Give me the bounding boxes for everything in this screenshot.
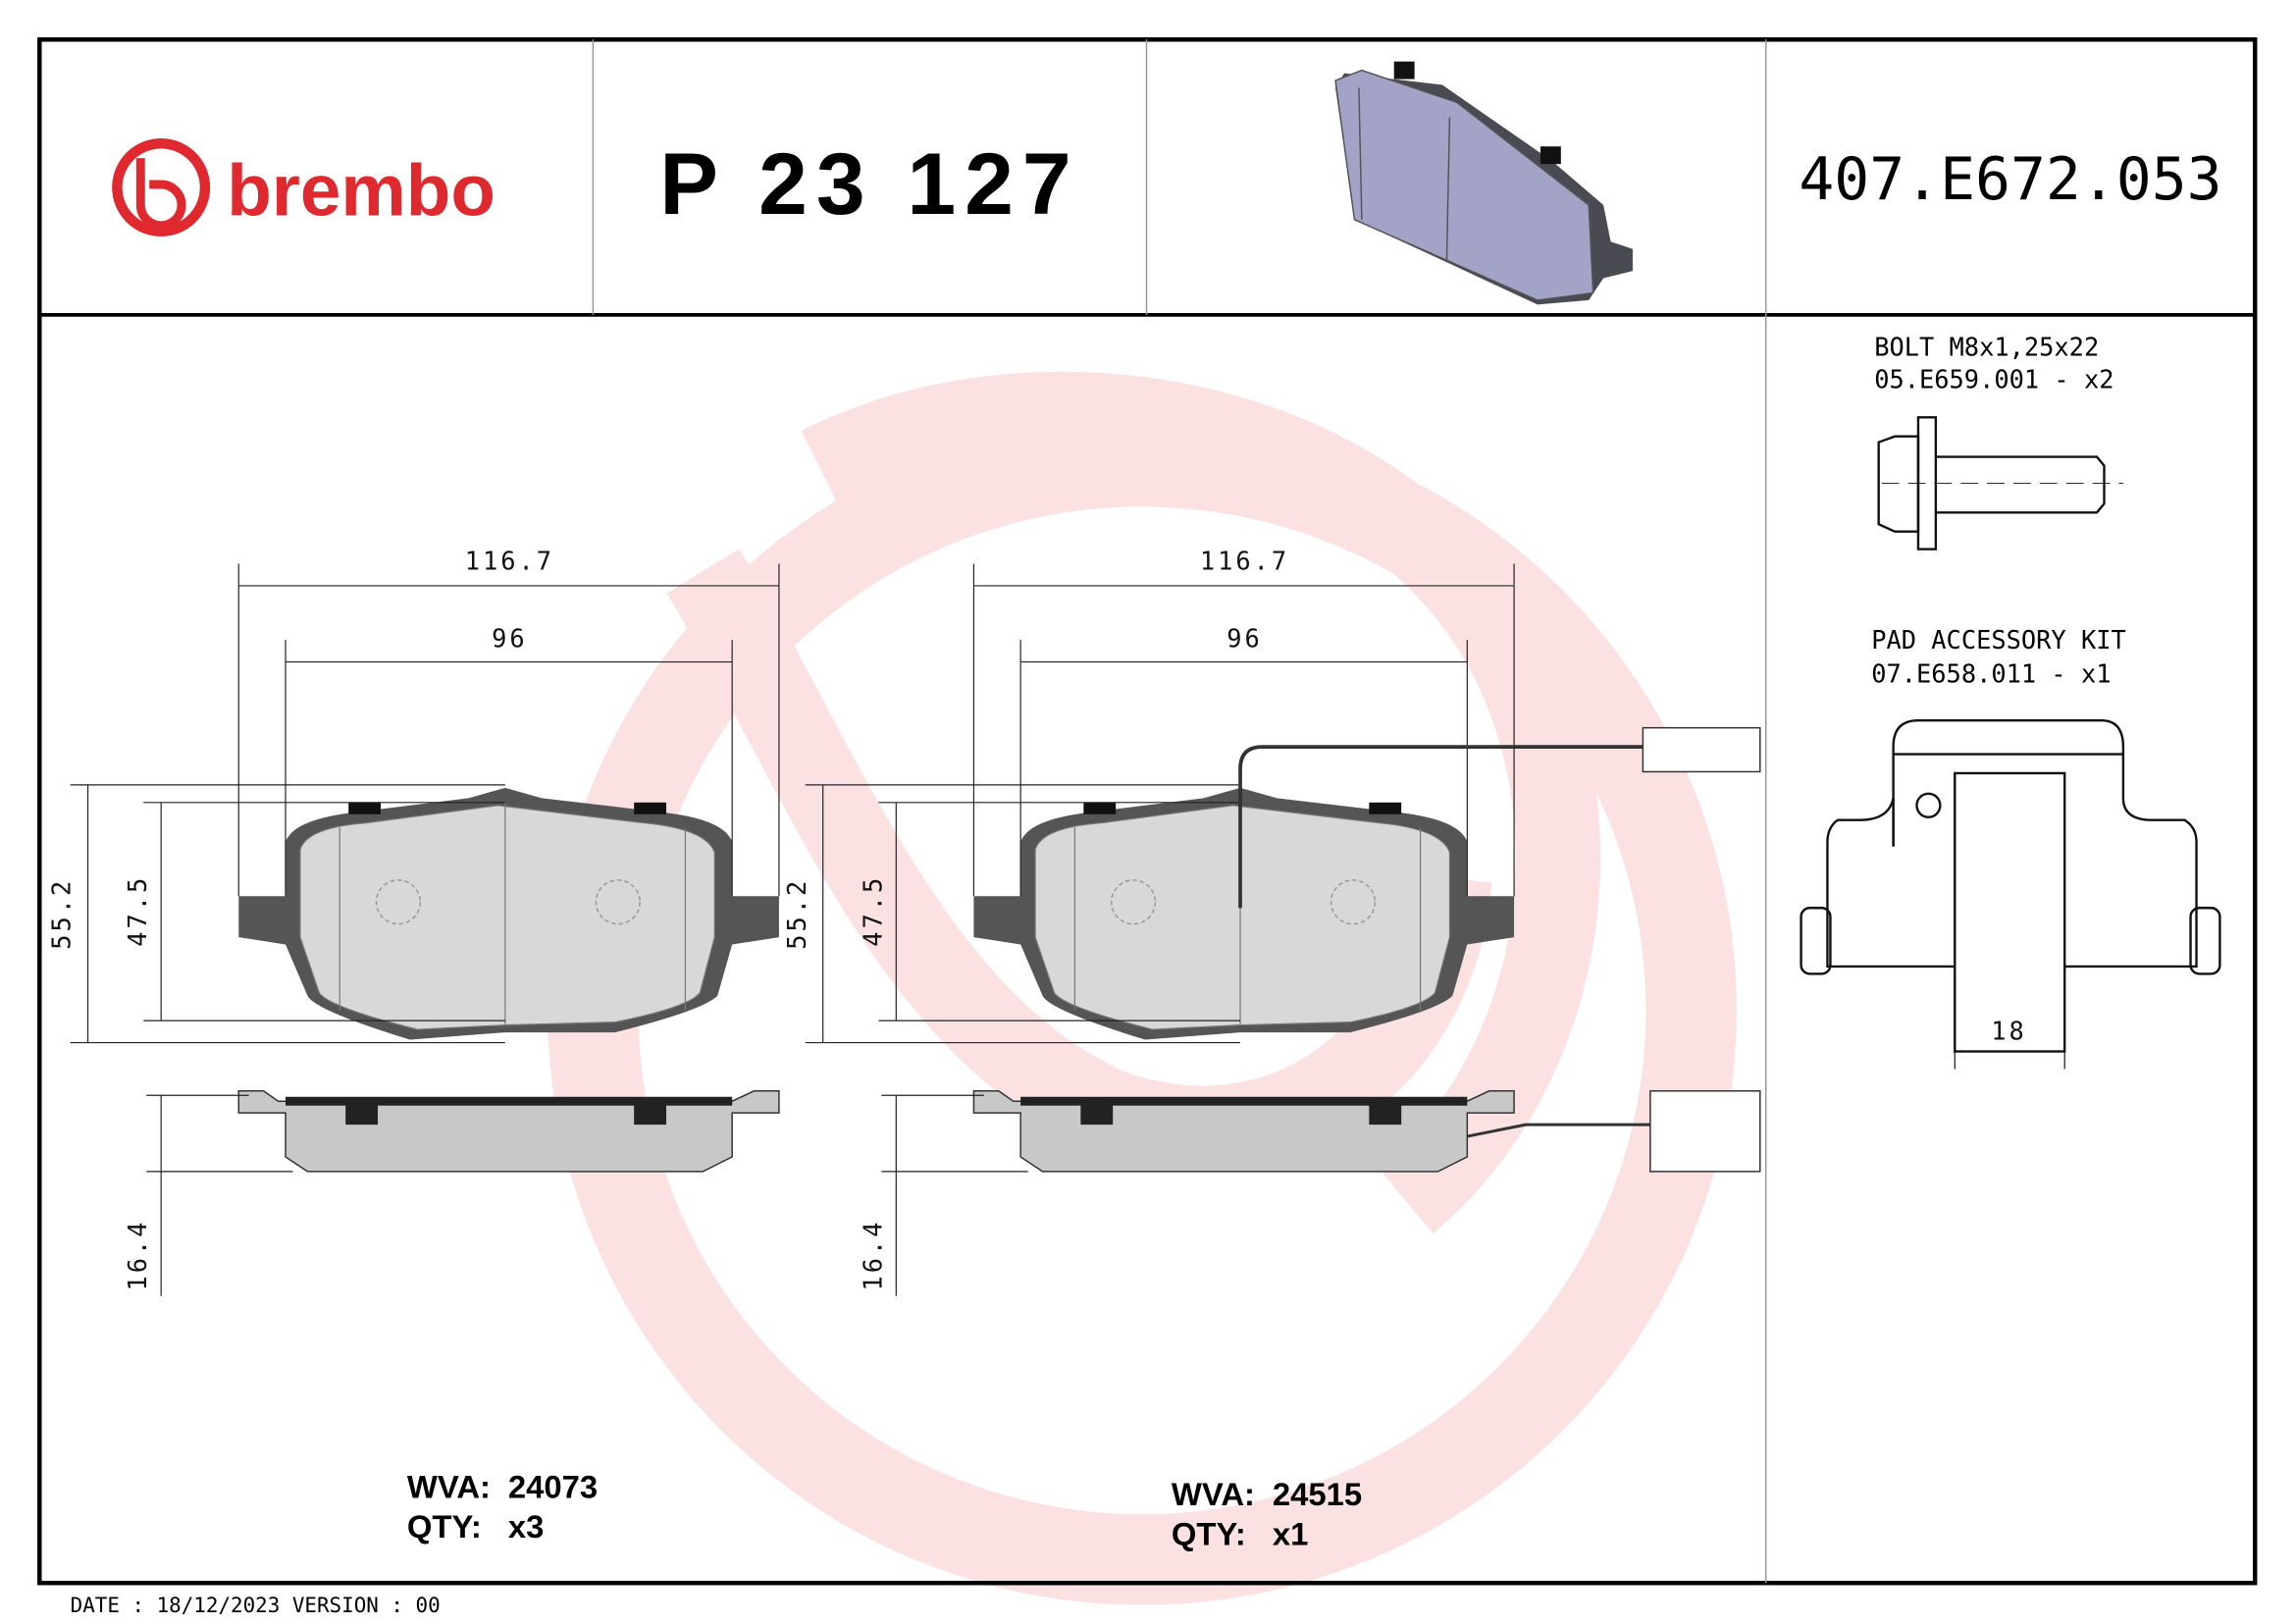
part-number: P 23 127 [659,134,1079,233]
qty-value-1: x3 [508,1508,545,1545]
bolt-title: BOLT M8x1,25x22 [1874,333,2099,362]
wear-sensor-wire [1238,726,1761,1173]
wva-label-1: WVA: [407,1469,491,1505]
brand-name: brembo [227,148,496,231]
brake-pad-3d-image [1334,61,1633,305]
reference-code: 407.E672.053 [1799,146,2221,214]
dim-width-total: 116.7 [465,547,554,576]
friction-material [1034,805,1451,1030]
brembo-logo: brembo [112,138,496,237]
accessory-clip-drawing [1800,719,2221,1070]
dim-height-total: 55.2 [782,878,811,950]
qty-label-1: QTY: [407,1508,482,1545]
pad-drawing-2: 116.7 96 55.2 47.5 16.4 [782,547,1761,1296]
friction-material [299,805,715,1030]
dim-width-total: 116.7 [1200,547,1289,576]
dim-height-inner: 47.5 [123,875,152,947]
dim-height-total: 55.2 [47,878,77,950]
dim-thickness: 16.4 [123,1219,152,1290]
wva-label-2: WVA: [1172,1476,1255,1512]
kit-dimension: 18 [1991,1017,2027,1046]
qty-label-2: QTY: [1172,1515,1246,1551]
dim-height-inner: 47.5 [858,875,887,947]
qty-value-2: x1 [1273,1515,1309,1551]
pad-drawing-1: 116.7 96 55.2 47.5 16.4 [47,547,780,1296]
kit-title: PAD ACCESSORY KIT [1871,625,2126,655]
bolt-code: 05.E659.001 - x2 [1874,364,2113,393]
wva-value-2: 24515 [1273,1476,1362,1512]
bolt-drawing [1877,416,2123,550]
dim-thickness: 16.4 [858,1219,887,1290]
dim-width-inner: 96 [492,624,528,654]
kit-code: 07.E658.011 - x1 [1871,658,2111,688]
dim-width-inner: 96 [1226,624,1263,654]
wva-value-1: 24073 [508,1469,598,1505]
footer-date-version: DATE : 18/12/2023 VERSION : 00 [71,1594,441,1617]
